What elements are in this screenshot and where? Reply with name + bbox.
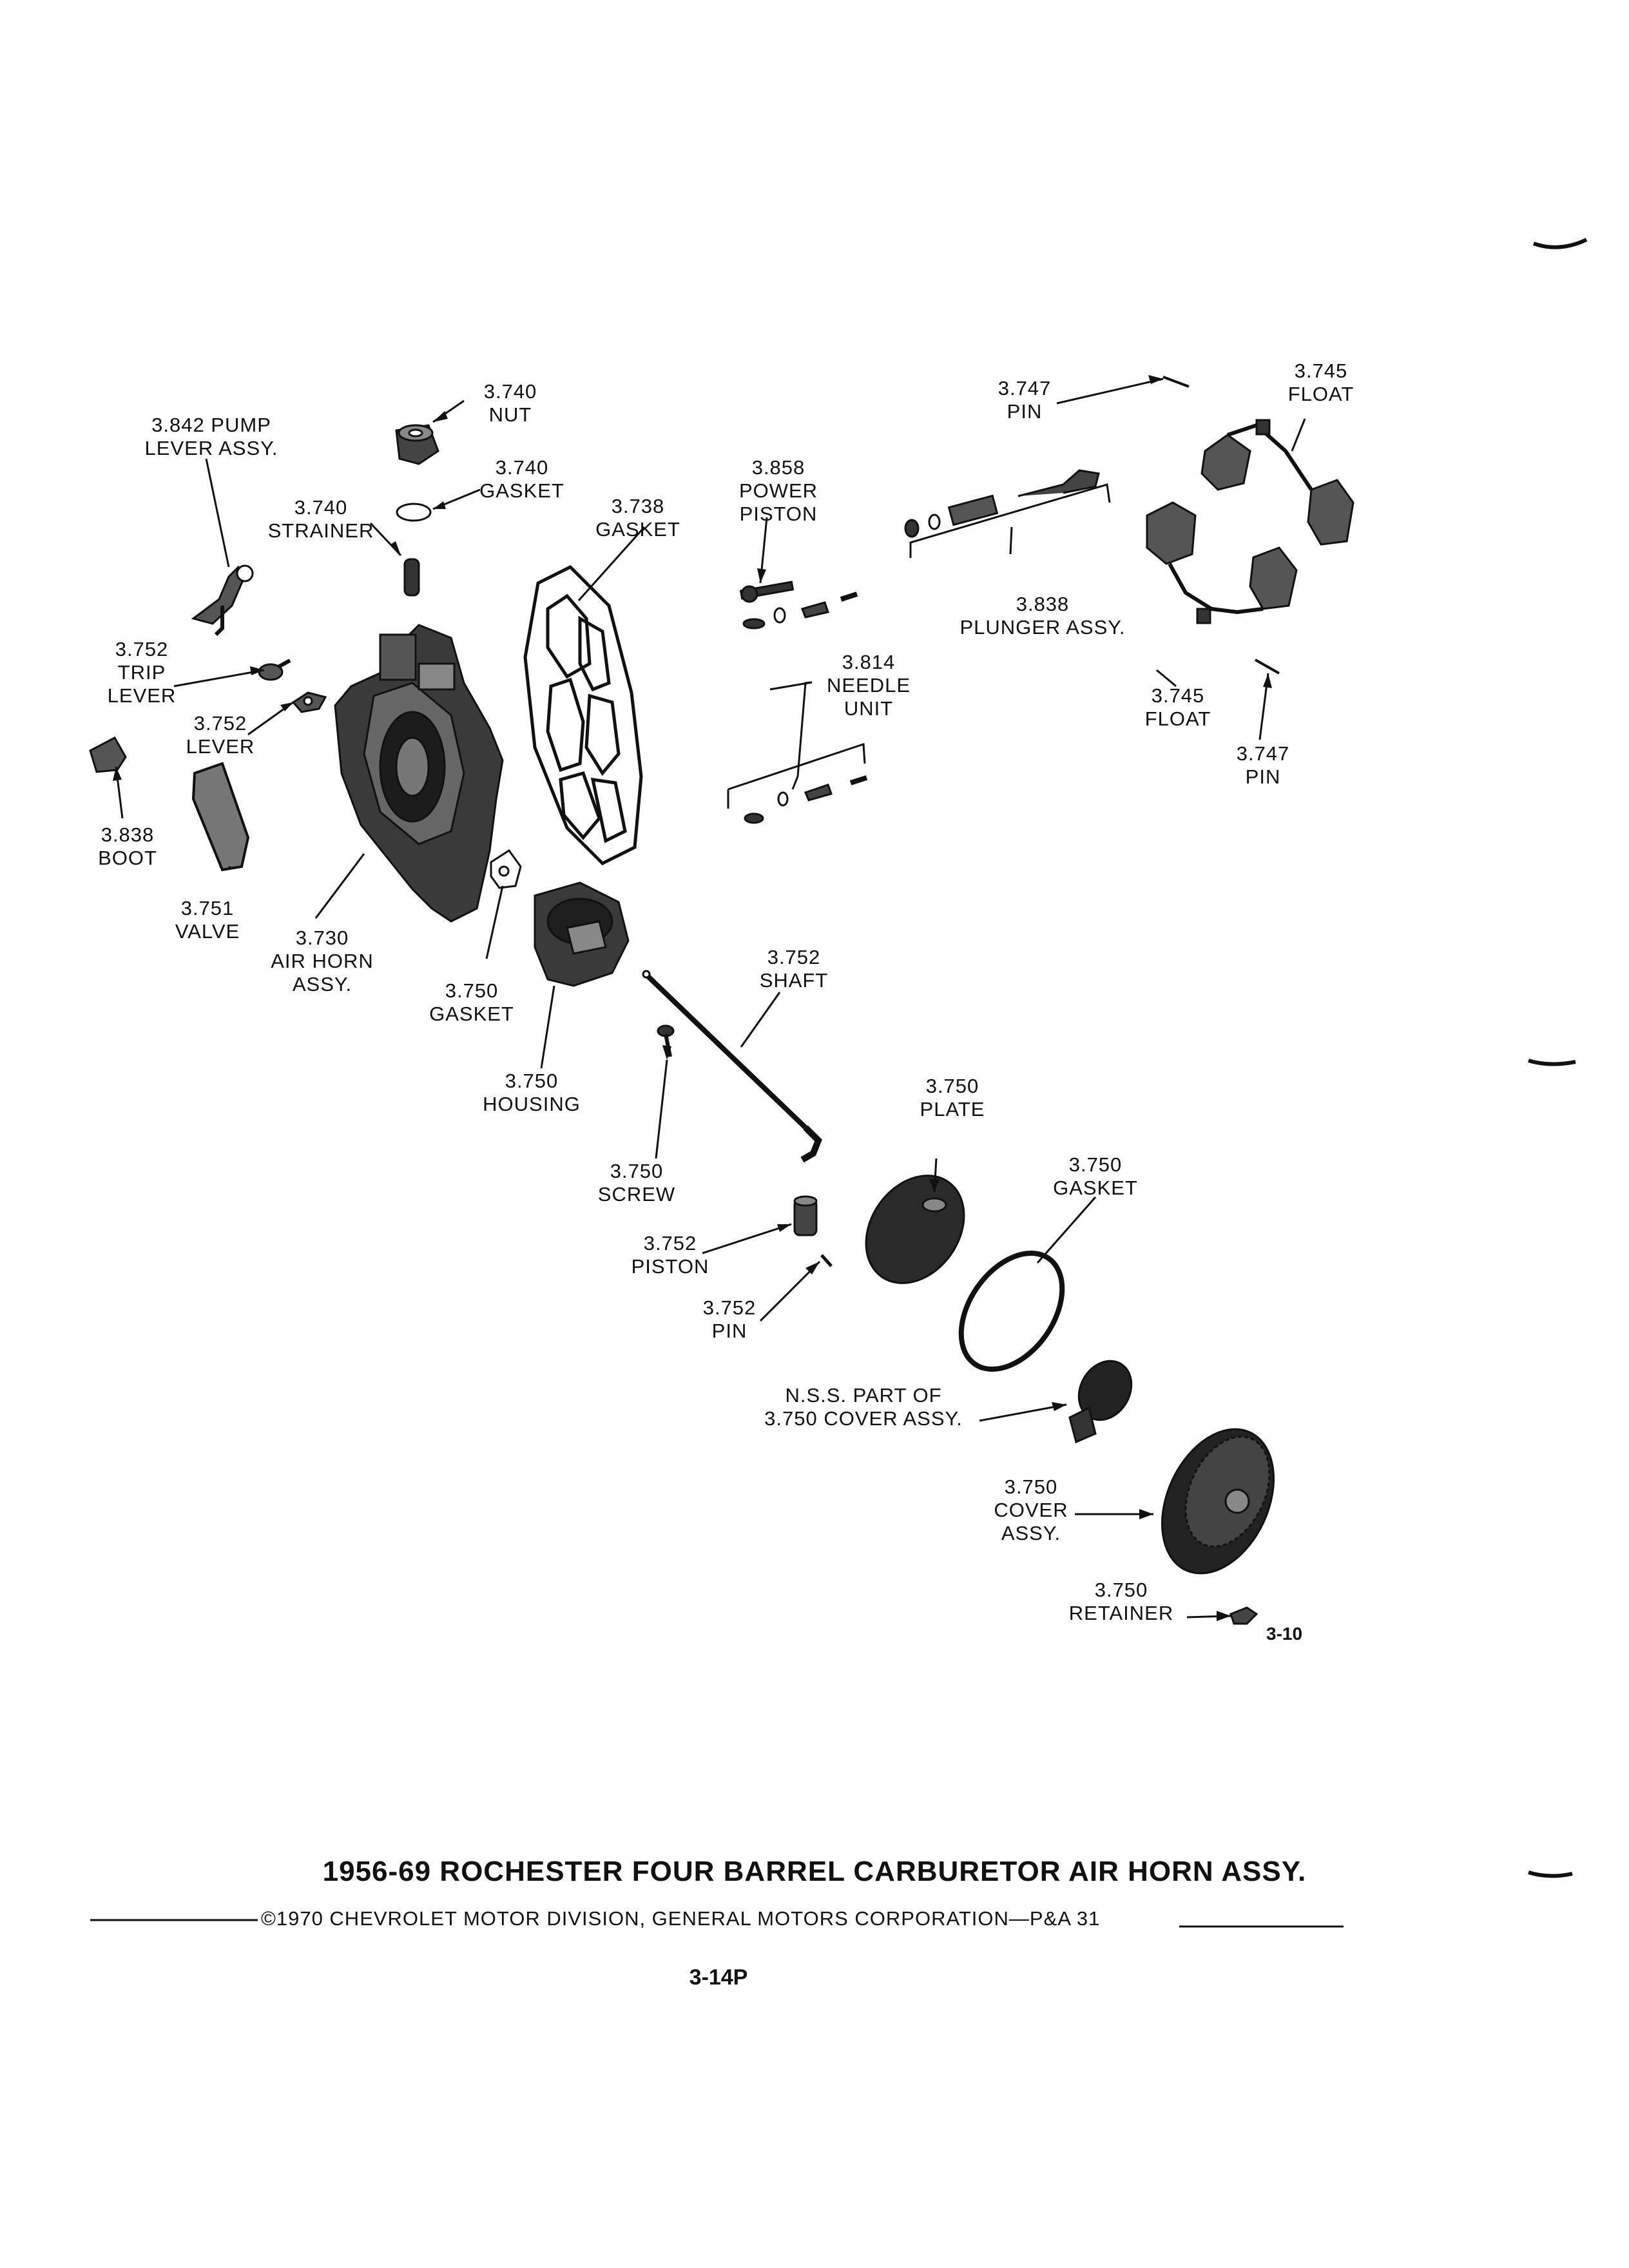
float-top-part: [1200, 419, 1354, 546]
nss-part: [1068, 1360, 1133, 1444]
gasket-750-small-part: [490, 849, 522, 889]
figure-number: 3-10: [1266, 1624, 1303, 1644]
pin-747-top-part: [1162, 376, 1190, 388]
page-title: 1956-69 ROCHESTER FOUR BARREL CARBURETOR…: [322, 1856, 1307, 1887]
needle-part: [727, 742, 868, 824]
arrowheads: [113, 375, 1272, 1621]
margin-mark: [1533, 238, 1588, 249]
margin-mark: [1528, 1059, 1576, 1066]
boot-part: [89, 736, 127, 773]
nut-part: [395, 424, 439, 465]
pump-lever-part: [191, 564, 254, 637]
pin-747-bottom-part: [1255, 658, 1280, 675]
retainer-part: [1229, 1606, 1258, 1625]
margin-mark: [1528, 1870, 1573, 1878]
float-bottom-part: [1146, 501, 1298, 624]
air-horn-part: [334, 624, 504, 923]
page-number: 3-14P: [689, 1965, 748, 1990]
valve-part: [191, 762, 250, 872]
piston-part: [793, 1195, 818, 1236]
shaft-part: [642, 970, 822, 1163]
cover-part: [1161, 1428, 1275, 1575]
housing-part: [534, 881, 630, 987]
gasket-738-part: [523, 564, 643, 866]
lever-part: [291, 691, 327, 713]
pin-752-part: [820, 1254, 833, 1267]
plunger-part: [904, 469, 1100, 538]
strainer-part: [403, 558, 420, 597]
screw-part: [657, 1024, 675, 1057]
leader-lines: [115, 378, 1306, 1619]
plate-part: [865, 1175, 965, 1284]
gasket-740-part: [396, 503, 432, 522]
copyright-line: ©1970 CHEVROLET MOTOR DIVISION, GENERAL …: [261, 1907, 1101, 1930]
gasket-750-ring-part: [958, 1250, 1065, 1372]
power-piston-part: [739, 581, 858, 629]
